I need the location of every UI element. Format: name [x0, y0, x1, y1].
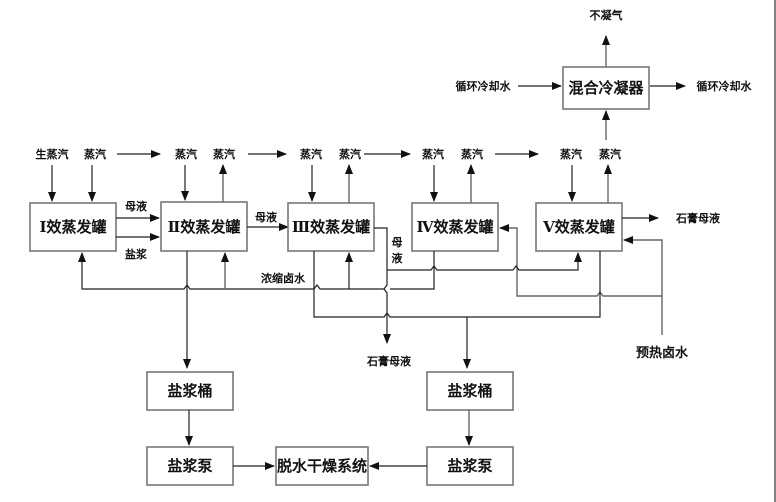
slurry-tank-1-box: [146, 371, 234, 411]
salt-slurry-label: 盐浆: [125, 247, 148, 261]
slurry-tank-2-box: [426, 371, 514, 411]
slurry-tank-1-label: 盐浆桶: [167, 382, 212, 400]
brine-to-effect-5-bottom: [387, 252, 582, 271]
preheated-brine-label: 预热卤水: [636, 345, 689, 361]
preheated-brine-to-effect-5: [623, 236, 663, 335]
steam-label-6: 蒸汽: [422, 147, 444, 161]
concentrated-brine-line: [82, 251, 435, 290]
gypsum-mother-liquor-label-right: 石膏母液: [675, 211, 721, 225]
gypsum-mother-liquor-label-center: 石膏母液: [366, 354, 412, 368]
effect-3-box: [287, 202, 375, 252]
slurry-tank-2-label: 盐浆桶: [447, 382, 492, 400]
mother-liquor-3-down-arrow: [374, 227, 391, 344]
steam-label-5: 蒸汽: [339, 147, 361, 161]
steam-label-1: 蒸汽: [84, 147, 106, 161]
mother-liquor-label-1: 母液: [125, 199, 148, 213]
slurry-pump-2-label: 盐浆泵: [447, 457, 492, 475]
effect-2-label: Ⅱ效蒸发罐: [168, 218, 241, 236]
non-condensable-gas-label: 不凝气: [590, 8, 623, 22]
slurry-collect-line: [313, 251, 601, 318]
concentrated-brine-label: 浓缩卤水: [261, 271, 306, 285]
live-steam-label: 生蒸汽: [36, 147, 69, 161]
cooling-water-out-label: 循环冷却水: [697, 79, 753, 93]
dryer-label: 脱水干燥系统: [277, 457, 367, 475]
steam-label-2: 蒸汽: [175, 147, 197, 161]
condenser-label: 混合冷凝器: [568, 79, 644, 97]
effect-1-label: Ⅰ效蒸发罐: [39, 218, 106, 236]
effect-5-box: [535, 202, 623, 252]
condenser-box: [562, 66, 650, 110]
effect-4-label: Ⅳ效蒸发罐: [416, 218, 493, 236]
steam-label-7: 蒸汽: [461, 147, 483, 161]
effect-5-label: Ⅴ效蒸发罐: [542, 218, 615, 236]
cooling-water-in-label: 循环冷却水: [456, 79, 512, 93]
effect-4-box: [411, 202, 499, 252]
steam-label-9: 蒸汽: [599, 147, 621, 161]
steam-label-3: 蒸汽: [213, 147, 235, 161]
mother-liquor-vert-label-2: 液: [392, 251, 404, 265]
effect-2-box: [160, 201, 248, 252]
mother-liquor-vert-label-1: 母: [392, 236, 403, 249]
preheated-brine-to-effect-4: [499, 224, 662, 297]
effect-3-label: Ⅲ效蒸发罐: [292, 218, 370, 236]
slurry-pump-1-label: 盐浆泵: [167, 457, 212, 475]
slurry-pump-2-box: [426, 446, 514, 486]
steam-label-8: 蒸汽: [560, 147, 582, 161]
mother-liquor-label-2: 母液: [255, 210, 278, 224]
steam-label-4: 蒸汽: [300, 147, 322, 161]
dryer-box: [275, 446, 369, 486]
